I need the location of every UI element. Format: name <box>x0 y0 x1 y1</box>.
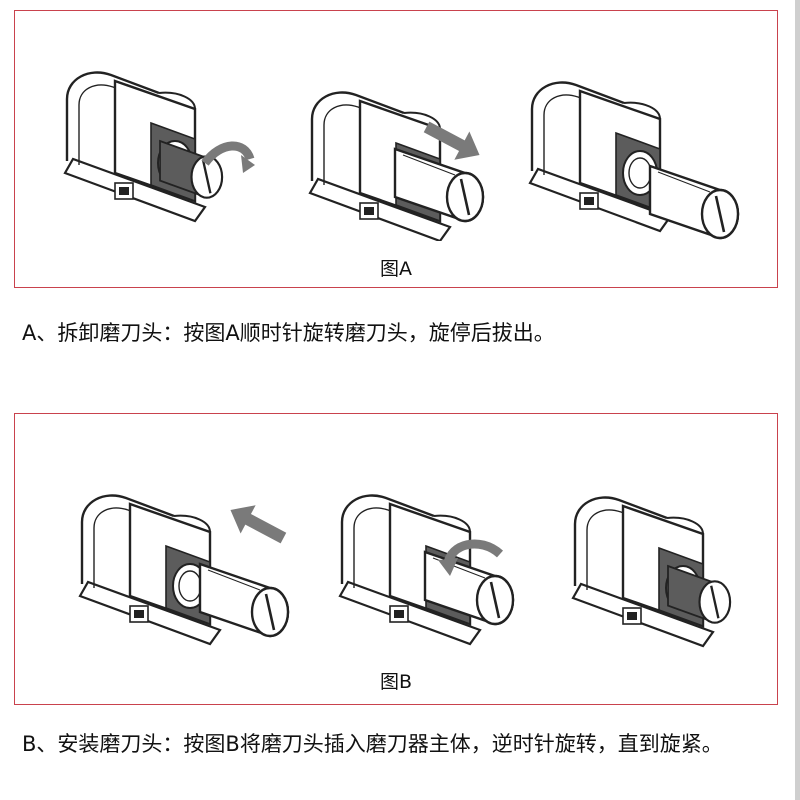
instruction-a: A、拆卸磨刀头：按图A顺时针旋转磨刀头，旋停后拔出。 <box>22 321 555 345</box>
illustration-a2-pull <box>308 91 488 241</box>
instruction-b: B、安装磨刀头：按图B将磨刀头插入磨刀器主体，逆时针旋转，直到旋紧。 <box>22 732 723 756</box>
figure-a-panel: 图A <box>14 10 778 288</box>
illustration-a1-rotate <box>63 71 255 223</box>
figure-a-caption: 图A <box>380 258 412 280</box>
right-edge-divider <box>795 0 800 800</box>
figure-b-caption: 图B <box>379 671 413 693</box>
illustration-b3-installed <box>571 496 732 648</box>
figure-b-panel: 图B <box>14 413 778 705</box>
illustration-b1-insert <box>78 494 291 646</box>
illustration-b2-rotate <box>338 494 515 646</box>
illustration-a3-removed <box>528 81 740 240</box>
